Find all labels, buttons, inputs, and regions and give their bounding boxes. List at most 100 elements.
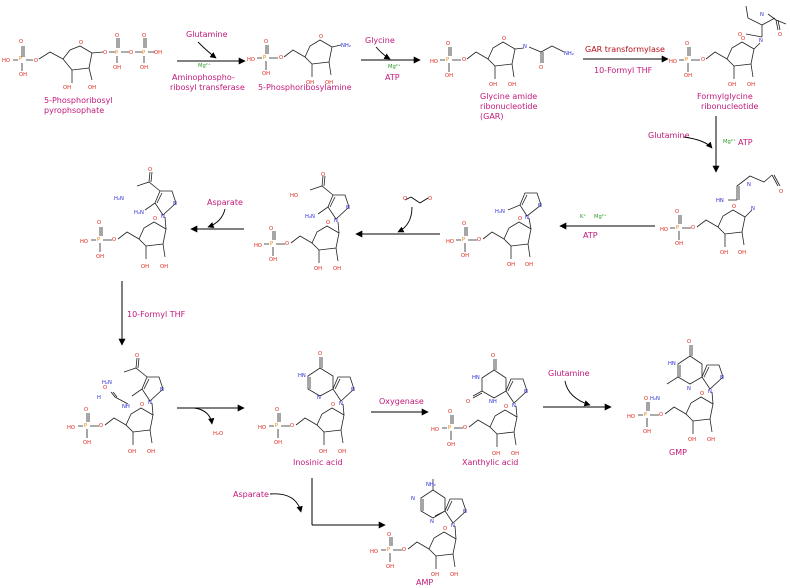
atom-o: O [448, 409, 452, 415]
atom-o: O [462, 57, 466, 63]
gar-molecule: O P HO OH O O N O NH₂ OH OH [430, 36, 574, 88]
atom-o: O [463, 425, 467, 431]
atom-o: O [387, 532, 391, 538]
atom-o: O [732, 204, 736, 210]
atom-n: N [346, 205, 350, 211]
atom-oh: OH [445, 73, 453, 79]
atom-oh: OH [738, 250, 746, 256]
atom-oh: OH [720, 250, 728, 256]
atom-oh: OH [319, 449, 327, 455]
atom-o: O [462, 221, 466, 227]
atom-h2n: H₂N [134, 210, 144, 216]
atom-n: N [148, 400, 152, 406]
atom-o: O [140, 402, 144, 408]
atom-o: O [319, 34, 323, 40]
atom-o: O [99, 423, 103, 429]
atom-oh: OH [63, 85, 71, 91]
atom-oh: OH [274, 440, 282, 446]
prpp-label: 5-Phosphoribosyl [44, 96, 113, 105]
faicar-molecule: O P HO OH O O N N NH H₂N H O O OH OH [67, 353, 164, 455]
reagent-glutamine: Glutamine [548, 369, 590, 378]
atom-hn: HN [716, 198, 724, 204]
atom-n: N [463, 509, 467, 515]
atom-p: P [462, 237, 465, 243]
atom-o: O [331, 402, 335, 408]
atom-ho: HO [290, 193, 298, 199]
air-molecule: O P HO OH O O N N H₂N OH OH [446, 192, 542, 268]
atom-nh: NH [489, 399, 497, 405]
atom-oh: OH [489, 82, 497, 88]
atom-hn: HN [472, 375, 480, 381]
atom-o: O [675, 209, 679, 215]
atom-ho: HO [431, 427, 439, 433]
cofactor-mg: Mg²⁺ [594, 214, 607, 220]
atom-ho: HO [370, 549, 378, 555]
atom-oh: OH [643, 429, 651, 435]
atom-h2n: H₂N [102, 380, 112, 386]
atom-oh: OH [314, 266, 322, 272]
atom-n: N [538, 203, 542, 209]
atom-o: O [19, 39, 23, 45]
atom-oh: OH [447, 442, 455, 448]
atom-oh: OH [508, 82, 516, 88]
atom-n: N [708, 389, 712, 395]
fgar-label-line2: ribonucleotide [701, 102, 759, 111]
atom-oh: OH [431, 572, 439, 578]
atom-oh: OH [269, 257, 277, 263]
atom-oh: OH [83, 440, 91, 446]
atom-p: P [275, 423, 278, 429]
aicar-molecule: O P HO OH O O N N H₂N H₂N O OH OH [80, 167, 177, 270]
atom-nh: NH [122, 404, 130, 410]
atom-nh2: NH₂ [341, 43, 351, 49]
atom-ho: HO [627, 414, 635, 420]
atom-nh2: NH₂ [426, 482, 436, 488]
xmp-molecule: O P HO OH O O N N NH HN O O OH OH [431, 353, 528, 457]
atom-o: O [153, 216, 157, 222]
atom-n: N [524, 389, 528, 395]
atom-o: O [491, 353, 495, 359]
atom-o: O [279, 55, 283, 61]
atom-o: O [148, 167, 152, 173]
atom-o: O [687, 339, 691, 345]
atom-o: O [290, 423, 294, 429]
atom-hn: HN [298, 373, 306, 379]
pra-molecule: O P HO OH O O NH₂ OH OH [247, 34, 351, 86]
atom-oh: OH [338, 449, 346, 455]
atom-o: O [700, 391, 704, 397]
atom-o: O [518, 216, 522, 222]
reagent-asparate: Asparate [207, 198, 243, 207]
atom-oh: OH [19, 72, 27, 78]
atom-p: P [644, 412, 647, 418]
atom-o: O [403, 196, 407, 202]
atom-o: O [741, 36, 745, 42]
atom-n: N [160, 387, 164, 393]
atom-oh: OH [525, 262, 533, 268]
fgam-molecule: O P HO OH O O N HN N O OH OH [660, 174, 783, 256]
atom-ho: HO [254, 243, 262, 249]
atom-o: O [269, 226, 273, 232]
prpp-label-line2: pyrophsophate [44, 106, 104, 115]
atom-oh: OH [707, 437, 715, 443]
enzyme-amidophosphoribosyltransferase-line2: ribosyl transferase [170, 83, 245, 92]
atom-ho: HO [67, 425, 75, 431]
atom-o: O [321, 172, 325, 178]
atom-o: O [701, 57, 705, 63]
atom-oh: OH [140, 65, 148, 71]
atom-nh: N [759, 38, 763, 44]
atom-p: P [270, 241, 273, 247]
cofactor-10-formyl-thf: 10-Formyl THF [594, 66, 653, 75]
atom-ho: HO [80, 239, 88, 245]
atom-o: O [502, 36, 506, 42]
atom-o: O [103, 385, 107, 391]
atom-p: P [142, 50, 145, 56]
atom-o: O [79, 40, 83, 46]
atom-n: N [720, 375, 724, 381]
fgar-molecule: O P HO OH O O N N O O OH OH [669, 5, 787, 88]
atom-n: N [687, 386, 691, 392]
amp-label: AMP [416, 578, 433, 587]
atom-oh: OH [450, 572, 458, 578]
atom-oh: OH [147, 449, 155, 455]
atom-oh: OH [507, 262, 515, 268]
atom-oh: OH [306, 80, 314, 86]
atom-p: P [263, 55, 266, 61]
